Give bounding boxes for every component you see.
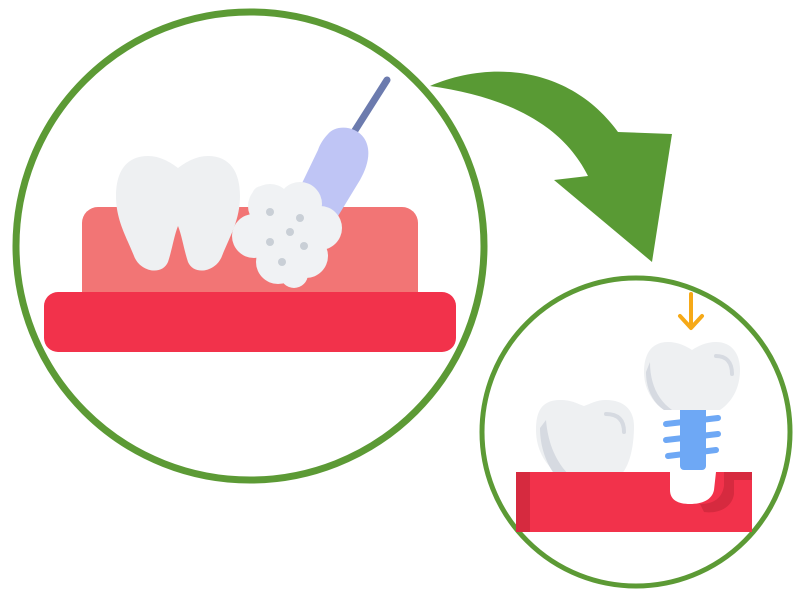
after-molar-highlight xyxy=(604,412,626,434)
after-circle-border xyxy=(479,275,793,589)
after-gum-dark xyxy=(516,472,752,532)
after-gum xyxy=(516,472,752,532)
molar-tooth xyxy=(116,156,240,271)
after-molar-shade xyxy=(540,420,570,476)
crown-shade xyxy=(646,362,672,410)
before-panel xyxy=(12,8,488,484)
implant-screw-icon xyxy=(663,404,721,470)
down-arrow-icon xyxy=(678,292,704,330)
gum-base xyxy=(44,292,456,352)
drill-bit xyxy=(350,76,391,136)
after-molar-tooth xyxy=(536,400,634,476)
curved-arrow-icon xyxy=(430,71,672,263)
decay-cluster xyxy=(232,182,342,288)
after-panel xyxy=(479,275,793,589)
crown-highlight xyxy=(714,354,734,376)
implant-crown-icon xyxy=(644,342,740,410)
